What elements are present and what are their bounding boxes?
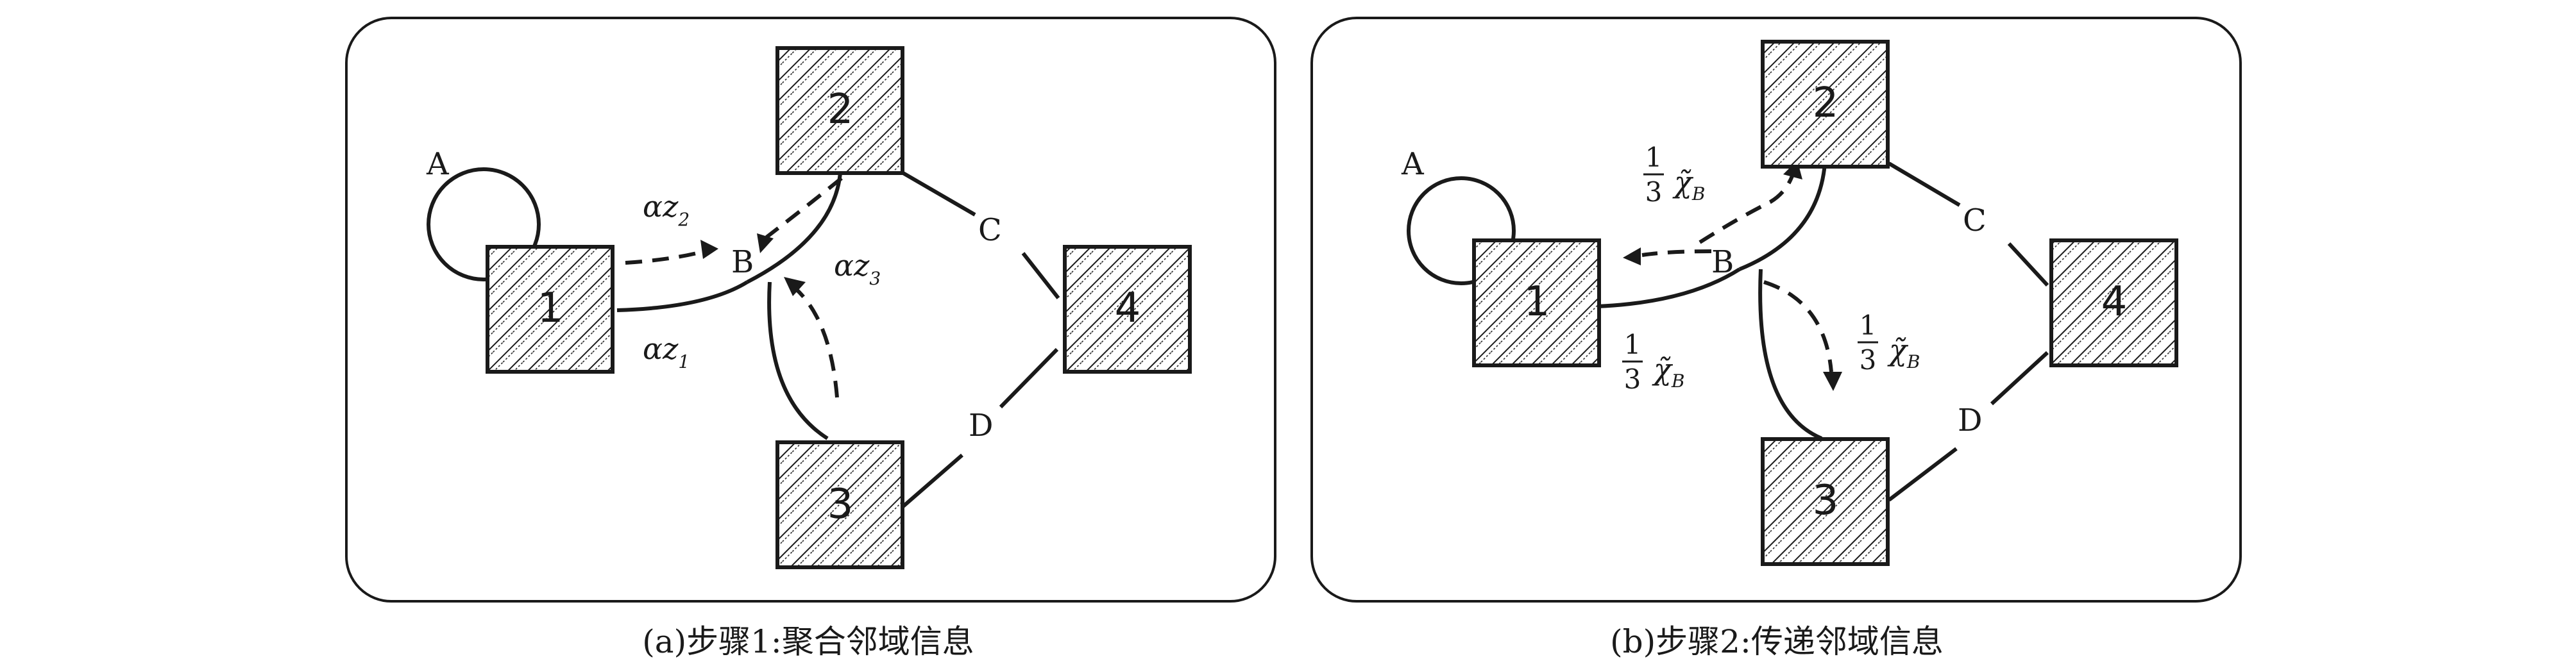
node-2 xyxy=(775,46,904,175)
msg-az3: αz3 xyxy=(834,248,881,289)
edge-label-d: D xyxy=(969,408,993,444)
arrow-agg-from-node3-head xyxy=(784,277,806,296)
arrow-agg-from-node1 xyxy=(625,249,705,265)
node-1 xyxy=(486,245,614,374)
node-4-label: 4 xyxy=(1115,285,1141,332)
edge-b-to-node2 xyxy=(1738,163,1827,271)
panel-a: 1 2 3 4 A B C D αz2 αz1 αz3 (a)步骤1:聚合邻域信… xyxy=(345,17,1276,660)
svg-text:1: 1 xyxy=(1860,310,1877,341)
edge-a-loop xyxy=(427,167,541,281)
svg-text:1: 1 xyxy=(1624,329,1641,360)
edge-c-upper xyxy=(1888,162,1961,207)
msg-az1: αz1 xyxy=(643,331,690,372)
edge-c-lower xyxy=(2007,242,2049,287)
svg-text:3: 3 xyxy=(1645,176,1663,208)
edge-d-upper xyxy=(1990,351,2049,406)
msg-to-node3: 1 3 χ̃B xyxy=(1858,310,1920,376)
arrow-pass-to-node1-head xyxy=(1623,247,1641,265)
arrow-agg-from-node2 xyxy=(765,176,843,239)
svg-text:1: 1 xyxy=(1645,142,1663,173)
msg-to-node2: 1 3 χ̃B xyxy=(1643,142,1705,208)
node-4 xyxy=(1063,245,1192,374)
arrow-pass-to-node1 xyxy=(1641,249,1712,257)
edge-d-upper xyxy=(999,347,1059,409)
edge-label-c: C xyxy=(978,212,1002,248)
arrow-pass-to-node3-head xyxy=(1823,372,1842,391)
edge-b-to-node3 xyxy=(1758,269,1823,440)
edge-b-to-node3 xyxy=(767,281,829,440)
node-1-label: 1 xyxy=(538,285,564,332)
edge-label-a: A xyxy=(1401,146,1425,182)
svg-text:χ̃B: χ̃B xyxy=(1652,352,1684,392)
panel-b-frame xyxy=(1310,17,2242,603)
arrow-pass-to-node3 xyxy=(1763,280,1833,372)
caption-b: (b)步骤2:传递邻域信息 xyxy=(1610,623,1944,660)
svg-text:χ̃B: χ̃B xyxy=(1887,333,1920,372)
edge-label-b: B xyxy=(1711,244,1734,280)
msg-az2: αz2 xyxy=(643,189,690,230)
caption-a: (a)步骤1:聚合邻域信息 xyxy=(642,623,974,660)
node-1 xyxy=(1472,238,1601,367)
edge-a-loop xyxy=(1407,176,1516,285)
node-2 xyxy=(1761,40,1890,169)
edge-label-b: B xyxy=(731,244,754,280)
edge-b-to-node2 xyxy=(746,172,842,284)
edge-label-d: D xyxy=(1958,403,1982,438)
node-1-label: 1 xyxy=(1524,278,1550,326)
edge-b-to-node1 xyxy=(1597,267,1741,308)
arrow-agg-from-node1-head xyxy=(700,240,718,259)
edge-label-c: C xyxy=(1963,203,1987,238)
edge-d-lower xyxy=(902,453,963,508)
node-3-label: 3 xyxy=(827,481,854,528)
node-4 xyxy=(2049,238,2178,367)
panel-b: 1 2 3 4 A B C D 1 3 χ̃B 1 3 χ̃B 1 3 χ̃B … xyxy=(1310,17,2242,660)
panel-a-frame xyxy=(345,17,1276,603)
arrow-agg-from-node2-head xyxy=(757,233,774,253)
node-3 xyxy=(775,440,904,569)
svg-text:3: 3 xyxy=(1860,344,1877,376)
node-2-label: 2 xyxy=(827,86,854,133)
msg-to-node1: 1 3 χ̃B xyxy=(1622,329,1684,395)
arrow-agg-from-node3 xyxy=(793,287,839,398)
svg-text:χ̃B: χ̃B xyxy=(1672,165,1705,204)
edge-label-a: A xyxy=(426,146,450,182)
node-3-label: 3 xyxy=(1813,477,1839,524)
edge-b-to-node1 xyxy=(616,280,749,312)
arrow-pass-to-node2 xyxy=(1699,173,1795,244)
node-4-label: 4 xyxy=(2101,278,2128,326)
edge-c-lower xyxy=(1021,252,1060,299)
edge-d-lower xyxy=(1888,447,1958,502)
node-3 xyxy=(1761,437,1890,566)
node-2-label: 2 xyxy=(1813,79,1839,127)
svg-text:3: 3 xyxy=(1624,363,1641,395)
edge-c-upper xyxy=(902,171,976,217)
